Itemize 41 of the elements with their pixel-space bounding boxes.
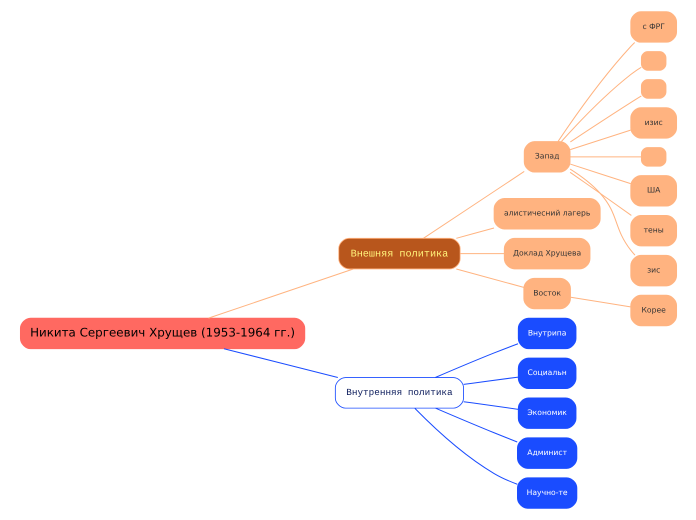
node-box — [640, 79, 666, 99]
node-box: Экономик — [517, 398, 576, 429]
node-box: с ФРГ — [630, 11, 677, 43]
node-box: изис — [630, 107, 677, 139]
node-box: зис — [630, 254, 677, 286]
node-box: Научно-те — [516, 477, 577, 509]
connector — [414, 408, 517, 485]
connector — [460, 253, 504, 254]
connector — [569, 168, 635, 256]
connector — [570, 156, 641, 158]
connector — [223, 348, 338, 378]
node-box: Восток — [522, 278, 570, 310]
connector — [434, 408, 517, 442]
node-box: Доклад Хрущева — [503, 238, 590, 270]
node-box: Никита Сергеевич Хрущев (1953-1964 гг.) — [19, 318, 305, 350]
node-box: Внутренняя политика — [334, 377, 464, 409]
node-box: ША — [630, 175, 677, 207]
connector — [560, 66, 642, 142]
node-box: Внутрипа — [517, 318, 576, 350]
node-box: алистичесний лагерь — [493, 198, 600, 230]
node-box: тены — [630, 215, 677, 246]
node-box: Запад — [523, 141, 570, 173]
node-box — [640, 147, 666, 167]
connector — [557, 42, 635, 142]
node-box: Админист — [516, 437, 577, 469]
node-box: Корее — [630, 294, 677, 326]
connector — [463, 401, 518, 410]
connector — [569, 172, 632, 216]
node-box: Социальн — [517, 358, 576, 390]
node-box: Внешняя политика — [338, 238, 460, 270]
connector — [434, 343, 518, 378]
connector — [456, 268, 524, 288]
connector — [456, 228, 494, 239]
connector — [208, 268, 353, 319]
node-box — [640, 51, 666, 71]
connector — [570, 130, 630, 150]
connector — [463, 376, 518, 385]
connector — [570, 296, 630, 308]
connector — [570, 164, 630, 184]
connector — [570, 96, 642, 142]
connector — [422, 171, 524, 239]
